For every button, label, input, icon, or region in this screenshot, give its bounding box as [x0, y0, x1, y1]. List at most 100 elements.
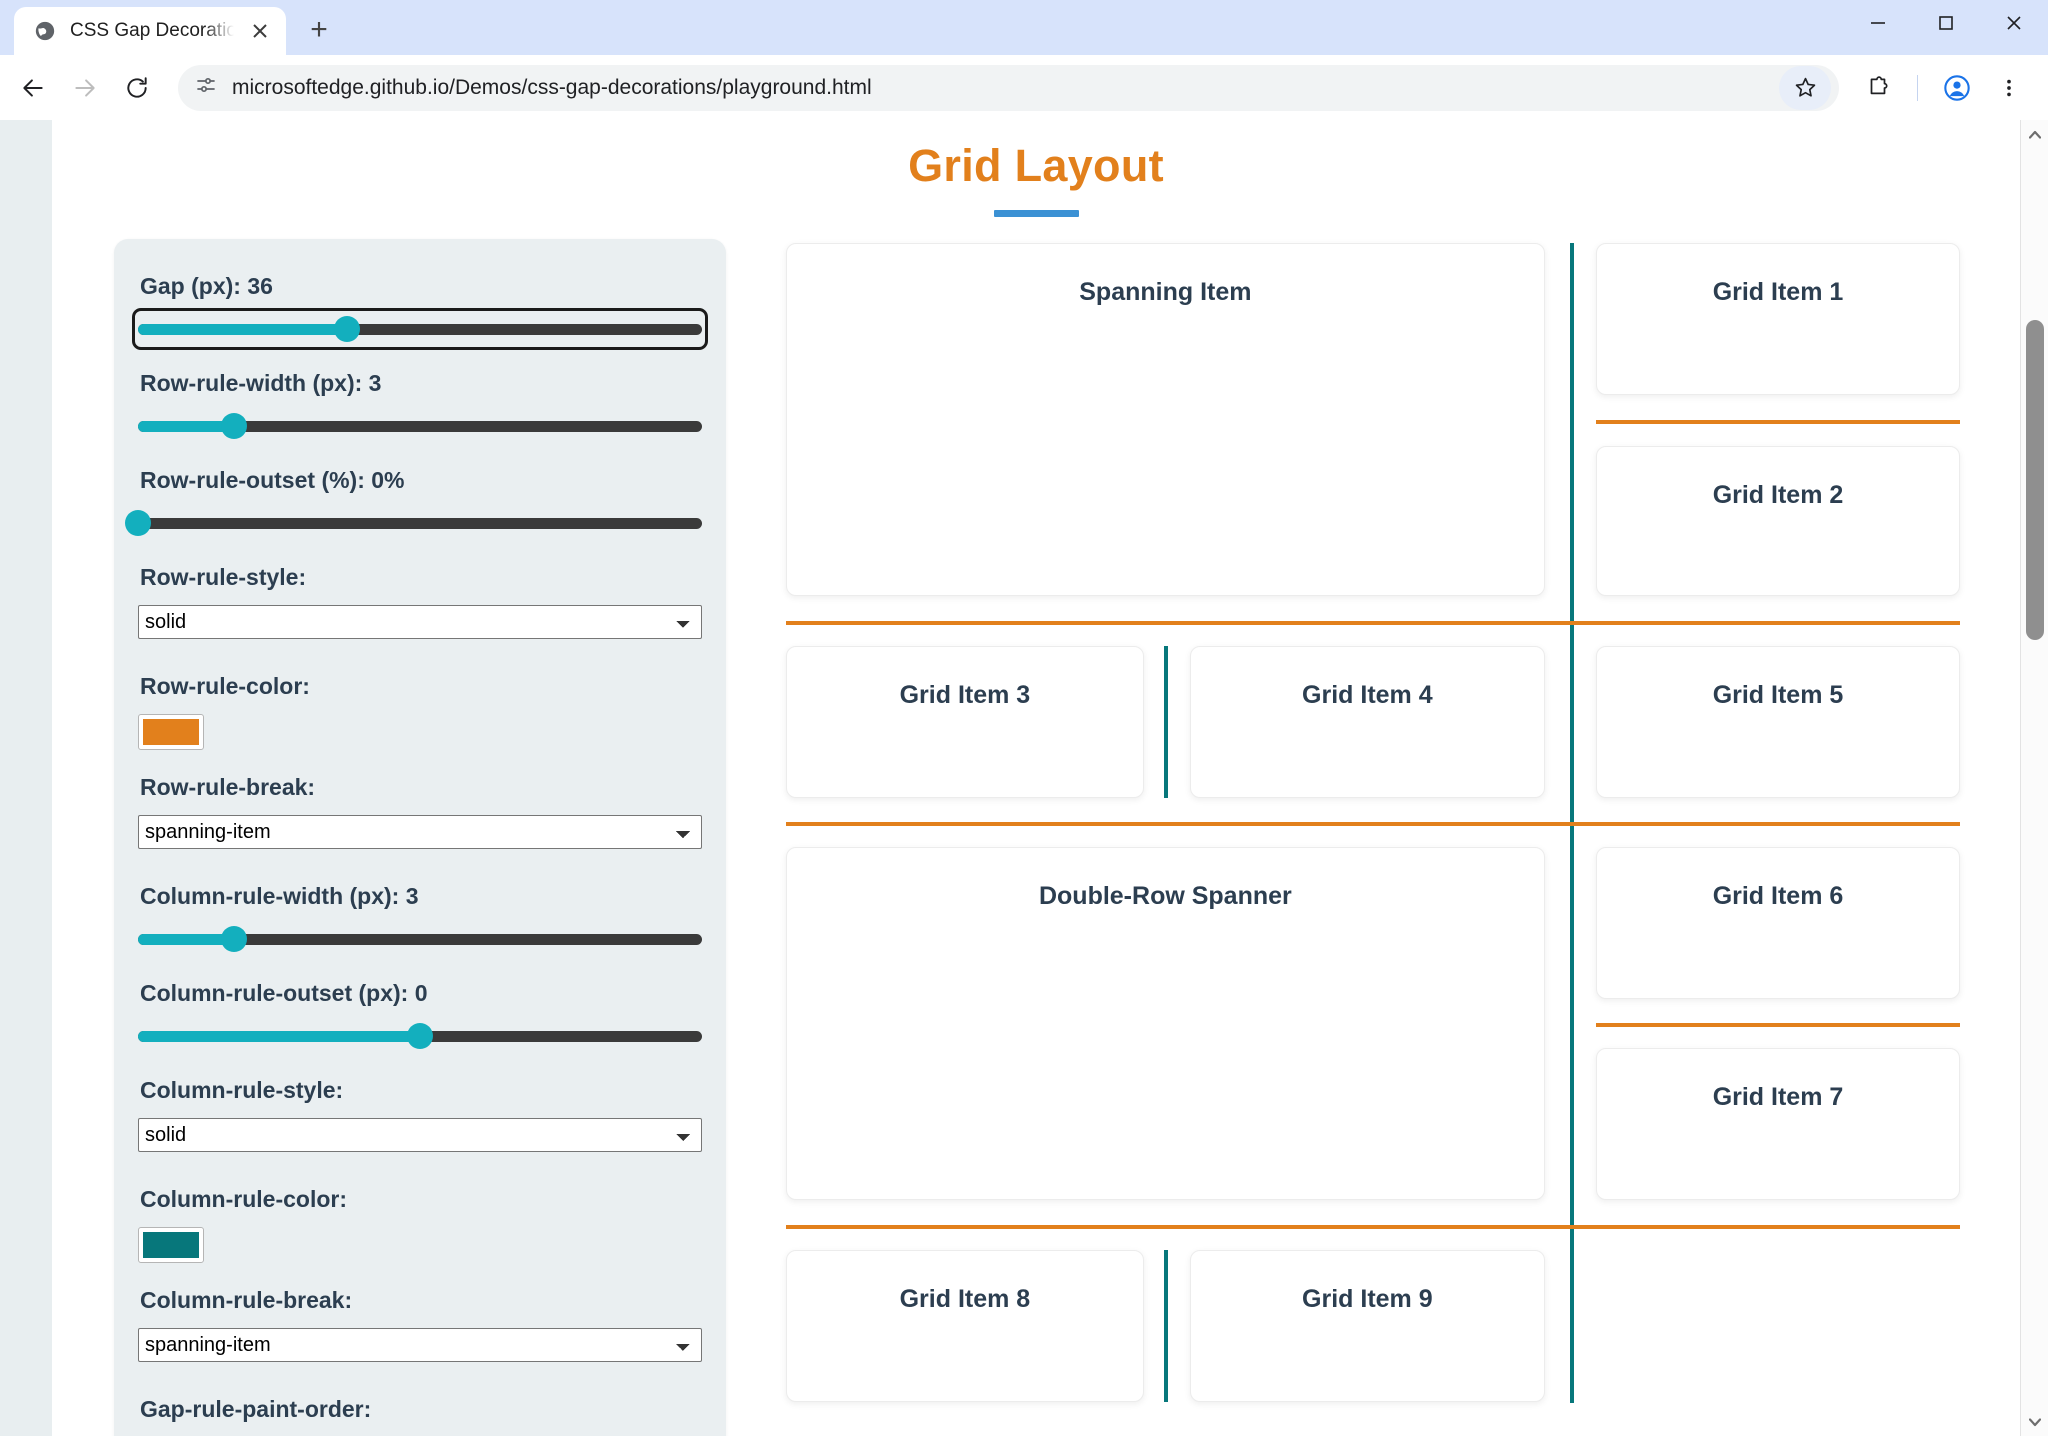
- slider-column-rule-width[interactable]: [138, 924, 702, 954]
- slider-fill: [138, 323, 347, 335]
- grid-item: Double-Row Spanner: [786, 847, 1545, 1200]
- slider-track: [138, 517, 702, 529]
- control-label-column-rule-outset: Column-rule-outset (px): 0: [140, 980, 428, 1006]
- back-arrow-icon[interactable]: [10, 65, 56, 111]
- row-rule: [1596, 420, 1960, 424]
- color-picker-row-rule-color[interactable]: [138, 714, 204, 750]
- row-rule: [786, 822, 1960, 826]
- control-row-rule-outset: Row-rule-outset (%): 0%: [125, 467, 702, 538]
- controls-panel: Gap (px): 36 Row-rule-width (px): 3 Row-ru…: [114, 239, 726, 1436]
- grid-demo-wrapper: Spanning Item Grid Item 1 Grid Item 2 Grid …: [786, 239, 1960, 1436]
- vertical-scrollbar[interactable]: [2020, 120, 2048, 1436]
- grid-item: Grid Item 4: [1189, 646, 1545, 798]
- grid-item-label: Grid Item 3: [899, 681, 1031, 709]
- forward-arrow-icon[interactable]: [62, 65, 108, 111]
- slider-track: [138, 420, 702, 432]
- slider-track: [138, 323, 702, 335]
- control-label-column-rule-width: Column-rule-width (px): 3: [140, 883, 419, 909]
- tab-title: CSS Gap Decorations playgroun: [70, 20, 234, 41]
- grid-item: Grid Item 3: [786, 646, 1144, 798]
- row-rule: [1596, 1023, 1960, 1027]
- column-rule: [1164, 1250, 1169, 1402]
- address-bar-actions: [1779, 65, 1831, 110]
- maximize-icon[interactable]: [1912, 0, 1980, 46]
- scroll-down-icon[interactable]: [2021, 1410, 2048, 1434]
- grid-item-label: Spanning Item: [1079, 278, 1252, 306]
- control-label-gap: Gap (px): 36: [140, 273, 273, 299]
- grid-item-label: Double-Row Spanner: [1038, 882, 1292, 910]
- control-label-row-rule-width: Row-rule-width (px): 3: [140, 370, 382, 396]
- minimize-icon[interactable]: [1844, 0, 1912, 46]
- color-picker-column-rule-color[interactable]: [138, 1227, 204, 1263]
- slider-thumb[interactable]: [407, 1023, 433, 1049]
- address-bar-url: microsoftedge.github.io/Demos/css-gap-de…: [232, 75, 872, 99]
- grid-item: Grid Item 8: [786, 1250, 1144, 1402]
- title-underline: [993, 210, 1079, 217]
- web-page: Grid Layout Gap (px): 36 Row-rule-width (…: [52, 120, 2020, 1436]
- browser-toolbar: microsoftedge.github.io/Demos/css-gap-de…: [0, 55, 2048, 120]
- grid-item-label: Grid Item 2: [1712, 481, 1844, 509]
- control-label-column-rule-style: Column-rule-style:: [140, 1077, 344, 1103]
- control-column-rule-style: Column-rule-style: nonesoliddasheddottedd…: [138, 1077, 702, 1176]
- page-heading: Grid Layout: [908, 140, 1164, 191]
- grid-item: Grid Item 7: [1596, 1048, 1960, 1200]
- grid-item: Grid Item 6: [1596, 847, 1960, 999]
- window-controls: [1844, 0, 2048, 55]
- slider-track: [138, 933, 702, 945]
- slider-column-rule-outset[interactable]: [138, 1021, 702, 1051]
- column-rule: [1164, 646, 1169, 798]
- page-title: Grid Layout: [52, 120, 2020, 217]
- slider-row-rule-width[interactable]: [138, 411, 702, 441]
- reload-icon[interactable]: [114, 65, 160, 111]
- control-column-rule-outset: Column-rule-outset (px): 0: [138, 980, 702, 1051]
- control-gap: Gap (px): 36: [132, 273, 708, 350]
- control-gap-rule-paint-order: Gap-rule-paint-order:row-over-columncolu…: [138, 1396, 702, 1436]
- color-swatch: [143, 1232, 199, 1258]
- control-row-rule-width: Row-rule-width (px): 3: [138, 370, 702, 441]
- grid-item: Grid Item 5: [1596, 646, 1960, 798]
- control-row-rule-color: Row-rule-color:: [138, 673, 702, 750]
- control-row-rule-style: Row-rule-style:nonesoliddasheddotteddoub…: [138, 564, 702, 663]
- globe-icon: [34, 20, 56, 42]
- control-column-rule-width: Column-rule-width (px): 3: [138, 883, 702, 954]
- select-column-rule-break[interactable]: nonespanning-itemintersection: [138, 1328, 702, 1362]
- grid-item-label: Grid Item 7: [1712, 1083, 1844, 1111]
- account-avatar-icon[interactable]: [1934, 65, 1980, 111]
- site-settings-icon[interactable]: [194, 73, 218, 102]
- browser-tab[interactable]: CSS Gap Decorations playgroun: [14, 7, 286, 55]
- extensions-puzzle-icon[interactable]: [1855, 65, 1901, 111]
- select-row-rule-break[interactable]: nonespanning-itemintersection: [138, 815, 702, 849]
- slider-thumb[interactable]: [220, 926, 247, 952]
- control-label-row-rule-color: Row-rule-color:: [140, 673, 310, 699]
- grid-item-label: Grid Item 1: [1712, 278, 1844, 306]
- address-bar[interactable]: microsoftedge.github.io/Demos/css-gap-de…: [178, 64, 1839, 111]
- slider-gap[interactable]: [132, 308, 708, 350]
- grid-item-label: Grid Item 9: [1302, 1285, 1433, 1313]
- new-tab-button[interactable]: +: [310, 13, 328, 46]
- window-close-icon[interactable]: [1980, 0, 2048, 46]
- control-row-rule-break: Row-rule-break: nonespanning-itemintersec…: [138, 774, 702, 873]
- control-column-rule-color: Column-rule-color:: [138, 1186, 702, 1263]
- slider-fill: [138, 933, 234, 945]
- grid-item: Grid Item 9: [1189, 1250, 1545, 1402]
- select-row-rule-style[interactable]: nonesoliddasheddotteddoublegrooveridgein…: [138, 605, 702, 639]
- grid-item-label: Grid Item 8: [899, 1285, 1031, 1313]
- control-label-row-rule-break: Row-rule-break:: [140, 774, 316, 800]
- star-icon[interactable]: [1779, 65, 1831, 110]
- close-icon[interactable]: [248, 19, 272, 43]
- slider-fill: [138, 1030, 420, 1042]
- slider-thumb[interactable]: [220, 413, 247, 439]
- select-column-rule-style[interactable]: nonesoliddasheddotteddoublegrooveridgein…: [138, 1118, 702, 1152]
- slider-row-rule-outset[interactable]: [125, 508, 702, 538]
- page-content: Gap (px): 36 Row-rule-width (px): 3 Row-ru…: [52, 217, 2020, 1436]
- slider-thumb[interactable]: [333, 316, 360, 342]
- row-rule: [786, 1225, 1960, 1229]
- row-rule: [786, 621, 1960, 625]
- slider-thumb[interactable]: [125, 510, 151, 536]
- control-label-row-rule-outset: Row-rule-outset (%): 0%: [140, 467, 405, 493]
- three-dot-menu-icon[interactable]: [1986, 65, 2032, 111]
- scroll-up-icon[interactable]: [2021, 122, 2048, 146]
- control-label-column-rule-break: Column-rule-break:: [140, 1287, 353, 1313]
- scrollbar-thumb[interactable]: [2026, 320, 2044, 640]
